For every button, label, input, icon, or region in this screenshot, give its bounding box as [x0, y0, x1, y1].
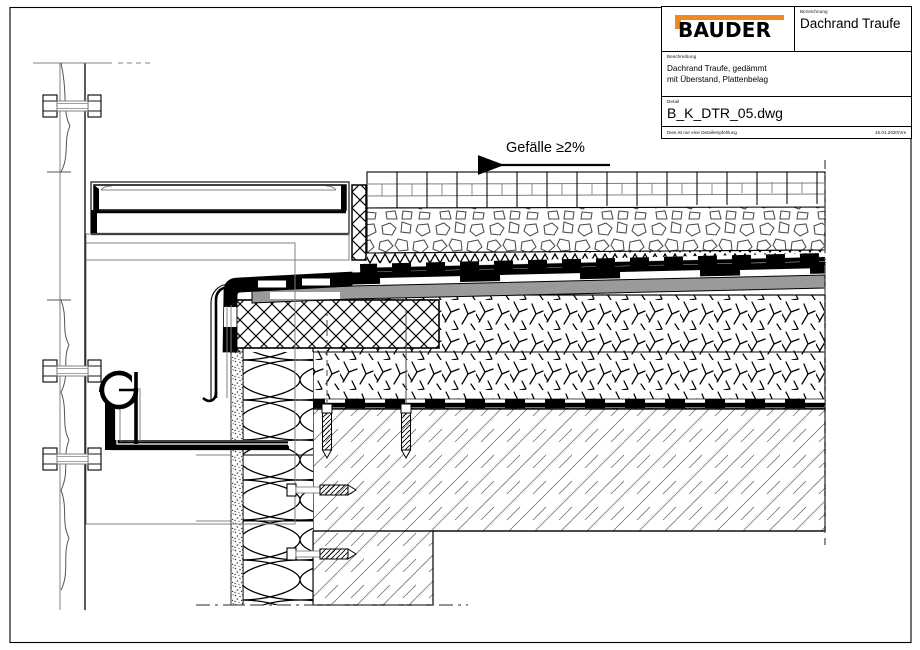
designation-value: Dachrand Traufe — [800, 16, 901, 31]
mineral-wool-facade — [196, 348, 314, 605]
designation-cell: Bezeichnung Dachrand Traufe — [795, 7, 911, 51]
footer-date: 16.01.2020/Vrs — [875, 130, 906, 135]
bauder-logo-icon: BAUDER — [672, 15, 784, 43]
title-block: BAUDER Bezeichnung Dachrand Traufe Besch… — [661, 6, 912, 139]
description-line-2: mit Überstand, Plattenbelag — [667, 74, 769, 84]
bolt-assembly-top — [42, 94, 102, 118]
facade-post — [33, 62, 152, 610]
concrete-structure — [312, 408, 826, 606]
description-caption: Beschreibung — [667, 54, 697, 59]
bolt-assembly-middle — [42, 359, 102, 383]
description-cell: Beschreibung Dachrand Traufe, gedämmt mi… — [662, 52, 911, 97]
footer-note: Dies ist nur eine Detailempfehlung — [667, 130, 737, 135]
drip-edge-liner — [202, 283, 232, 403]
slope-label: Gefälle ≥2% — [506, 140, 585, 156]
detail-cell: Detail B_K_DTR_05.dwg — [662, 97, 911, 127]
gravel-bed-layer — [366, 206, 826, 254]
paving-slab-layer — [366, 171, 826, 209]
roof-fastener-1 — [321, 310, 333, 460]
roof-fastener-2 — [400, 310, 412, 460]
wall-anchor-1 — [286, 483, 357, 497]
sheet-border — [9, 6, 912, 644]
render-layer — [230, 351, 244, 606]
cover-panel-top — [85, 181, 350, 261]
designation-caption: Bezeichnung — [800, 9, 828, 14]
edge-xps-insulation — [233, 184, 440, 349]
logo-accent-bar-left — [675, 15, 681, 29]
bolt-assembly-bottom — [42, 447, 102, 471]
logo-wordmark: BAUDER — [678, 18, 772, 42]
description-line-1: Dachrand Traufe, gedämmt — [667, 64, 767, 73]
footer-cell: Dies ist nur eine Detailempfehlung 16.01… — [662, 127, 911, 138]
wall-anchor-2 — [286, 547, 357, 561]
detail-caption: Detail — [667, 99, 680, 104]
detail-filename: B_K_DTR_05.dwg — [667, 105, 783, 121]
gutter-fascia-profile — [99, 370, 289, 451]
fascia-outline — [85, 242, 296, 525]
brand-logo: BAUDER — [662, 7, 795, 51]
inner-metal-closure — [226, 305, 232, 398]
logo-accent-bar-top — [675, 15, 784, 20]
